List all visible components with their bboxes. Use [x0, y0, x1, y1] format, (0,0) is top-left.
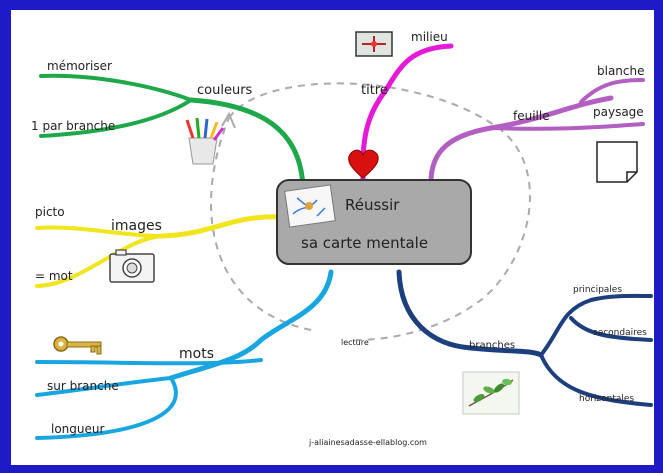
reading-label: lecture: [341, 338, 369, 347]
paper-sheet-icon: [596, 141, 638, 183]
branch-images: images picto = mot: [35, 205, 282, 288]
central-topic: Réussir sa carte mentale: [276, 179, 472, 265]
leaf-secondaires: secondaires: [593, 328, 647, 338]
footer-credit: j-aliainesadasse-ellablog.com: [308, 438, 427, 447]
leaf-egal-mot: = mot: [35, 269, 73, 283]
leaf-longueur: longueur: [51, 422, 104, 436]
branch-label-feuille: feuille: [513, 109, 550, 123]
branch-label-couleurs: couleurs: [197, 83, 253, 98]
reading-order-arrow: [210, 82, 531, 341]
leaf-horizontales: horizontales: [579, 394, 634, 404]
branch-branches: branches principales secondaires horizon…: [396, 269, 653, 415]
leaf-principales: principales: [573, 285, 622, 295]
mind-map-canvas: lecture couleurs mémoriser 1 par branche…: [11, 10, 654, 465]
leaf-picto: picto: [35, 205, 65, 219]
heart-icon: [348, 149, 379, 179]
leaf-milieu: milieu: [411, 30, 448, 44]
branch-titre: titre milieu: [348, 30, 454, 183]
branch-label-titre: titre: [361, 83, 388, 98]
central-title-line2: sa carte mentale: [301, 234, 428, 252]
branch-feuille: feuille blanche paysage: [428, 64, 645, 185]
arrowhead: [221, 111, 236, 129]
central-title-line1: Réussir: [345, 196, 400, 214]
branch-label-mots: mots: [179, 346, 214, 362]
leaf-1-par-branche: 1 par branche: [31, 119, 115, 133]
leaf-memoriser: mémoriser: [47, 59, 112, 73]
branch-label-images: images: [111, 218, 162, 234]
target-picture-icon: [355, 31, 393, 57]
branch-mots: mots sur branche longueur: [35, 269, 334, 440]
leaf-sur-branche: sur branche: [47, 379, 119, 393]
mind-map-thumbnail-icon: [284, 184, 336, 228]
key-icon: [53, 336, 102, 355]
branch-label-branches: branches: [469, 340, 515, 351]
leaf-blanche: blanche: [597, 64, 645, 78]
colored-pencils-icon: [185, 117, 225, 165]
mind-map-diagram: lecture couleurs mémoriser 1 par branche…: [31, 30, 653, 447]
leaf-branch-picture-icon: [462, 371, 520, 415]
camera-icon: [109, 249, 155, 283]
leaf-paysage: paysage: [593, 105, 644, 119]
branch-couleurs: couleurs mémoriser 1 par branche: [31, 59, 306, 191]
